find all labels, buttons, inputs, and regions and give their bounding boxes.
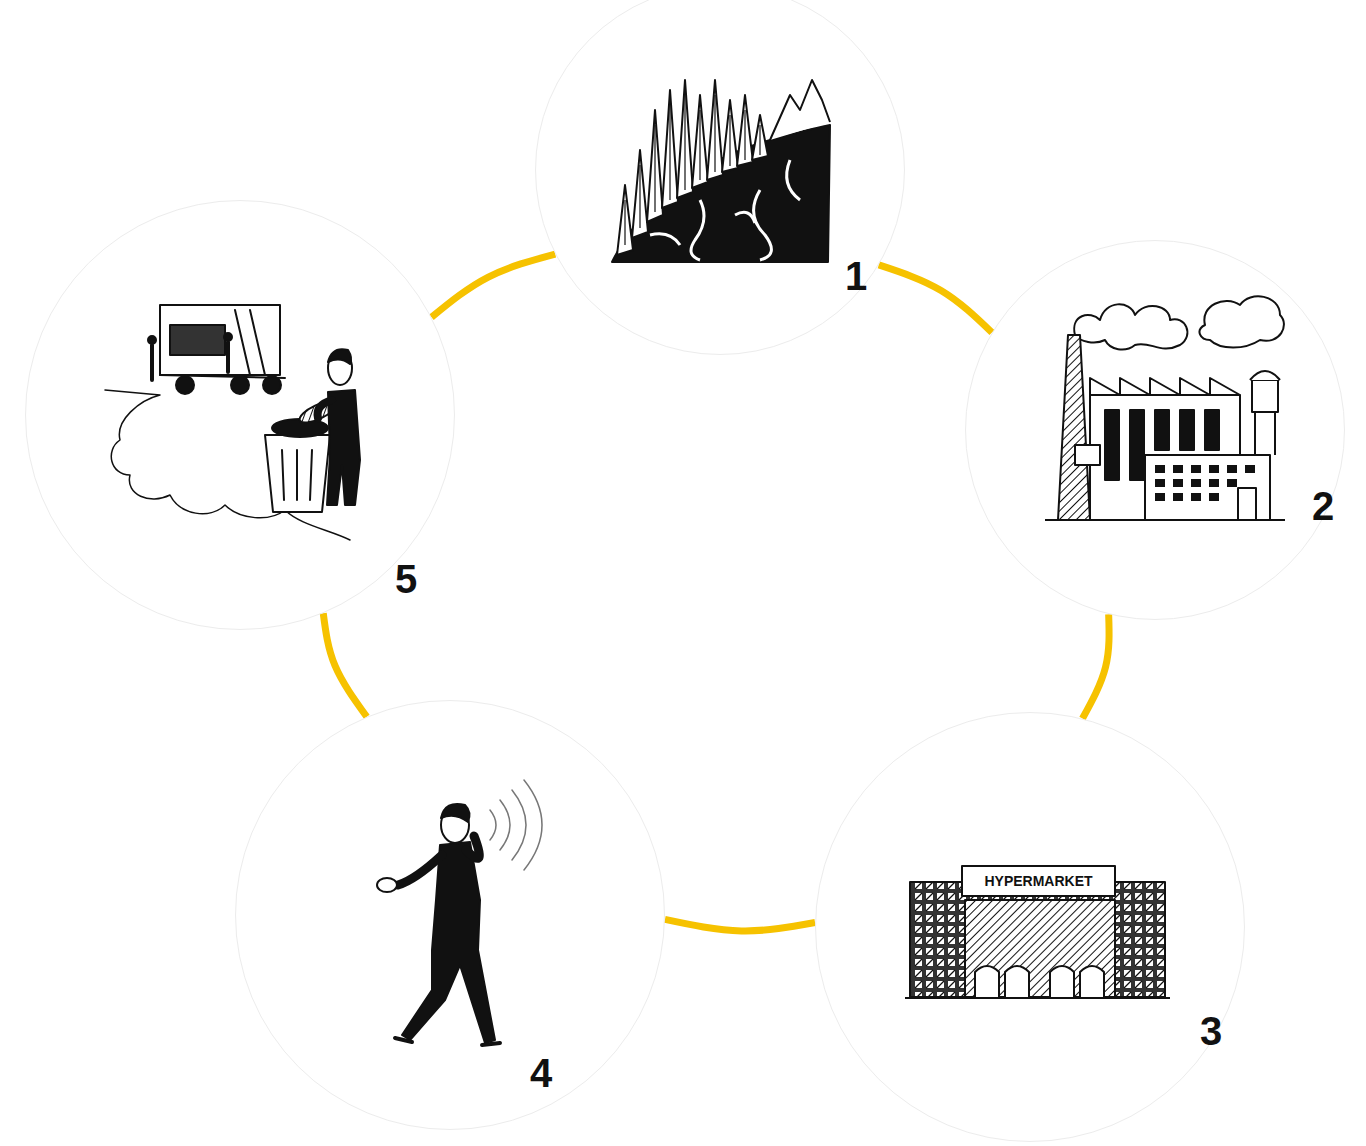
factory-illustration-part bbox=[1205, 410, 1219, 450]
factory-illustration-part bbox=[1238, 488, 1256, 520]
waste-illustration-part bbox=[318, 400, 332, 418]
waste-illustration-part bbox=[148, 336, 156, 344]
factory-illustration-part bbox=[1058, 335, 1090, 520]
factory-illustration-part-part bbox=[1191, 465, 1201, 473]
factory-illustration-part-part bbox=[1245, 465, 1255, 473]
factory-illustration-part bbox=[1250, 371, 1280, 380]
factory-illustration bbox=[1045, 296, 1285, 520]
waste-illustration-part bbox=[265, 435, 330, 512]
hypermarket-illustration-part bbox=[962, 866, 1115, 896]
hypermarket-illustration-part bbox=[905, 997, 1170, 999]
hypermarket-illustration-part bbox=[910, 882, 1165, 997]
factory-illustration-part bbox=[1045, 519, 1285, 521]
waste-illustration-part bbox=[170, 325, 225, 355]
factory-illustration-part bbox=[1105, 410, 1119, 480]
waste-illustration bbox=[105, 305, 360, 540]
factory-illustration-part bbox=[1075, 445, 1100, 465]
forest-illustration-part bbox=[625, 95, 760, 245]
factory-illustration-part-part bbox=[1155, 493, 1165, 501]
stage-circle: 4 bbox=[235, 700, 665, 1130]
store-sign-text: HYPERMARKET bbox=[984, 874, 1092, 888]
factory-illustration-part bbox=[1252, 380, 1278, 412]
cycle-connector bbox=[1082, 614, 1109, 718]
waste-illustration-part bbox=[282, 450, 312, 500]
cycle-connector bbox=[665, 919, 815, 930]
factory-illustration-part-part bbox=[1173, 493, 1183, 501]
step-number: 1 bbox=[845, 256, 867, 296]
factory-illustration-part-part bbox=[1155, 465, 1165, 473]
factory-illustration-part-part bbox=[1209, 493, 1219, 501]
step-number: 5 bbox=[395, 559, 417, 599]
phone-user-illustration-part bbox=[490, 780, 542, 870]
waste-illustration-part bbox=[160, 310, 285, 378]
factory-illustration-part-part bbox=[1209, 465, 1219, 473]
phone-user-illustration-part bbox=[377, 878, 397, 892]
waste-illustration-part bbox=[263, 376, 281, 394]
factory-illustration-part bbox=[1200, 296, 1284, 347]
forest-illustration-part bbox=[650, 234, 680, 245]
stage-circle: 1 bbox=[535, 0, 905, 355]
waste-illustration-part bbox=[152, 342, 228, 380]
waste-illustration-part bbox=[105, 390, 350, 540]
forest-illustration-part bbox=[735, 212, 755, 223]
factory-illustration-part-part bbox=[1227, 465, 1237, 473]
factory-illustration-part-part bbox=[1173, 465, 1183, 473]
waste-illustration-part bbox=[224, 333, 232, 341]
factory-illustration-part bbox=[1180, 410, 1194, 450]
step-number: 2 bbox=[1312, 486, 1334, 526]
phone-user-illustration-part bbox=[466, 836, 479, 858]
cycle-connector bbox=[431, 254, 555, 317]
phone-user-illustration-part bbox=[441, 804, 469, 822]
step-number: 3 bbox=[1200, 1011, 1222, 1051]
hypermarket-illustration-part bbox=[975, 966, 1104, 997]
factory-illustration-part-part bbox=[1227, 479, 1237, 487]
stage-circle: 3 bbox=[815, 712, 1245, 1142]
forest-illustration bbox=[612, 80, 830, 262]
waste-illustration-part bbox=[176, 376, 194, 394]
waste-illustration-part bbox=[328, 349, 351, 364]
phone-user-illustration bbox=[377, 780, 542, 1045]
waste-illustration-part bbox=[327, 390, 360, 505]
cycle-connector bbox=[879, 265, 992, 333]
cycle-connector bbox=[323, 613, 366, 717]
factory-illustration-part bbox=[1130, 410, 1144, 480]
stage-circle: 5 bbox=[25, 200, 455, 630]
factory-illustration-part bbox=[1255, 410, 1275, 455]
step-number: 4 bbox=[530, 1053, 552, 1093]
factory-illustration-part-part bbox=[1173, 479, 1183, 487]
factory-illustration-part-part bbox=[1155, 479, 1165, 487]
forest-illustration-part bbox=[770, 80, 830, 140]
forest-illustration-part bbox=[754, 190, 772, 260]
factory-illustration-part bbox=[1090, 378, 1240, 395]
factory-illustration-part-part bbox=[1191, 479, 1201, 487]
factory-illustration-part bbox=[1074, 304, 1187, 349]
factory-illustration-part-part bbox=[1191, 493, 1201, 501]
factory-illustration-part bbox=[1155, 410, 1169, 450]
factory-illustration-part bbox=[1145, 455, 1270, 520]
forest-illustration-part bbox=[787, 160, 800, 200]
hypermarket-illustration-part bbox=[965, 900, 1115, 997]
phone-user-illustration-part bbox=[395, 1038, 500, 1045]
hypermarket-illustration bbox=[905, 866, 1170, 998]
phone-user-illustration-part bbox=[398, 855, 442, 885]
stage-circle: 2 bbox=[965, 240, 1345, 620]
forest-illustration-part bbox=[691, 200, 704, 260]
factory-illustration-part-part bbox=[1209, 479, 1219, 487]
waste-illustration-part bbox=[231, 376, 249, 394]
